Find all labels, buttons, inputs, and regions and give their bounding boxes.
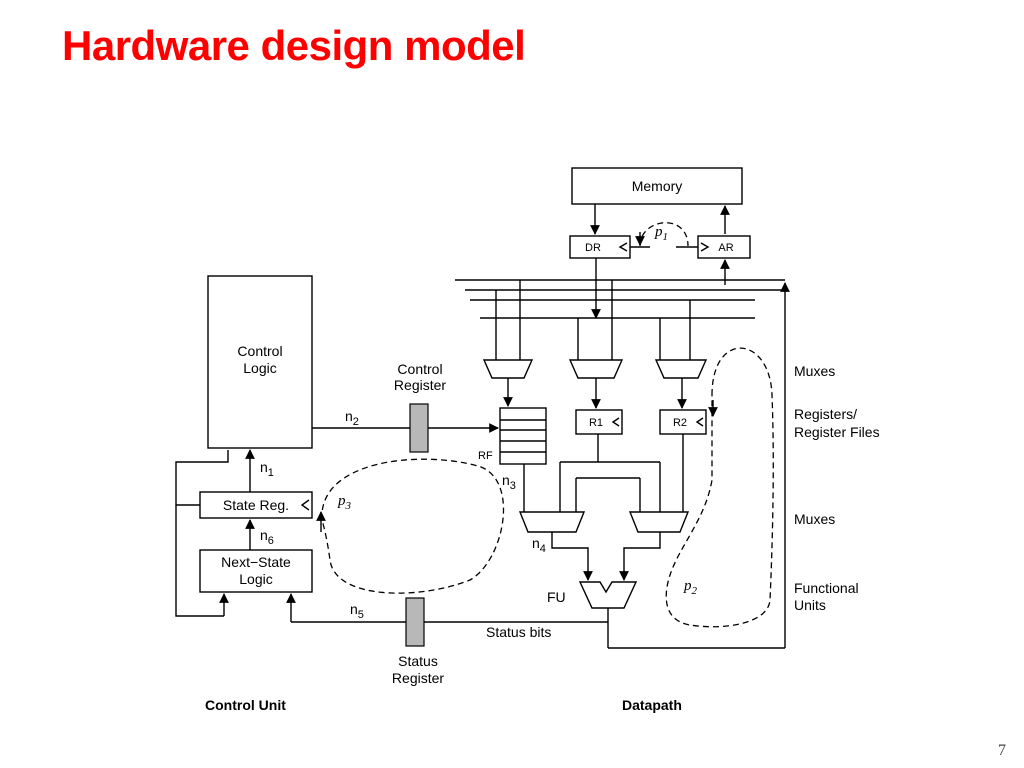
r1-label: R1 — [589, 417, 603, 429]
functional-units-line1: Functional — [794, 580, 859, 596]
r1-register: R1 — [575, 409, 623, 435]
status-register: Status Register — [392, 597, 444, 686]
n4-label: n4 — [532, 535, 546, 555]
muxes-top-label: Muxes — [794, 363, 835, 379]
r2-label: R2 — [673, 417, 687, 429]
registers-label-line2: Register Files — [794, 424, 880, 440]
p1-label: p1 — [654, 224, 668, 243]
status-register-line2: Register — [392, 670, 444, 686]
state-register: State Reg. — [199, 491, 313, 519]
memory-block: Memory — [571, 167, 743, 205]
functional-units-line2: Units — [794, 597, 826, 613]
state-reg-label: State Reg. — [223, 497, 289, 513]
mux-bottom-right — [628, 511, 690, 533]
dr-label: DR — [585, 242, 601, 254]
dr-register: DR — [569, 235, 631, 259]
memory-label: Memory — [632, 178, 683, 194]
p3-label: p3 — [337, 493, 352, 512]
datapath-label: Datapath — [622, 697, 682, 713]
control-register-line1: Control — [397, 361, 442, 377]
control-register: Control Register — [394, 361, 446, 453]
status-bits-label: Status bits — [486, 624, 551, 640]
status-register-line1: Status — [398, 653, 438, 669]
n5-label: n5 — [350, 601, 364, 621]
mux-top-left — [482, 359, 534, 379]
register-file: RF — [478, 407, 547, 465]
muxes-bottom-label: Muxes — [794, 511, 835, 527]
slide-title: Hardware design model — [62, 22, 526, 69]
n2-label: n2 — [345, 408, 359, 428]
page-number: 7 — [998, 742, 1006, 759]
control-logic-block: Control Logic — [207, 275, 313, 449]
ar-label: AR — [718, 242, 733, 254]
fu-label: FU — [547, 589, 566, 605]
functional-unit: FU — [547, 581, 638, 609]
n1-label: n1 — [260, 459, 274, 479]
next-state-line2: Logic — [239, 571, 272, 587]
rf-label: RF — [478, 450, 493, 462]
ar-register: AR — [697, 235, 751, 259]
buses — [455, 279, 785, 319]
control-register-line2: Register — [394, 377, 446, 393]
mux-top-mid — [568, 359, 624, 379]
r2-register: R2 — [659, 409, 707, 435]
next-state-logic: Next−State Logic — [199, 549, 313, 593]
control-logic-line1: Control — [237, 343, 282, 359]
control-logic-line2: Logic — [243, 360, 276, 376]
mux-top-right — [654, 359, 708, 379]
n3-label: n3 — [502, 472, 516, 492]
control-unit-label: Control Unit — [205, 697, 286, 713]
n6-label: n6 — [260, 527, 274, 547]
next-state-line1: Next−State — [221, 554, 291, 570]
mux-bottom-left — [518, 511, 586, 533]
registers-label-line1: Registers/ — [794, 406, 857, 422]
p2-label: p2 — [683, 578, 698, 597]
